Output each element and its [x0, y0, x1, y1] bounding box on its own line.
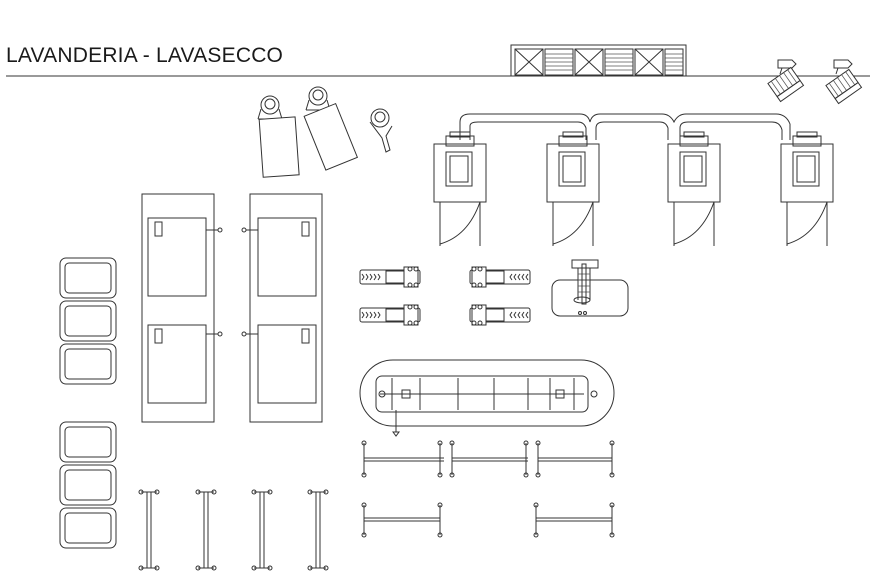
folding-table-2	[59, 300, 117, 342]
cleaning-machine-3	[667, 131, 721, 247]
operator-with-iron	[370, 109, 392, 152]
cleaning-machine-1	[433, 131, 487, 247]
drawing-title: LAVANDERIA - LAVASECCO	[6, 44, 284, 67]
washer-block-left	[142, 194, 222, 422]
folding-table-5	[59, 464, 117, 506]
folding-table-4	[59, 421, 117, 463]
exhaust-duct	[460, 114, 790, 140]
lamp-chair-right	[826, 60, 862, 103]
folding-table-3	[59, 343, 117, 385]
window-shutters	[511, 45, 686, 76]
cleaning-machine-4	[780, 131, 834, 247]
operator-station-1	[257, 95, 299, 177]
washer-block-right	[242, 194, 322, 422]
steam-unit	[552, 260, 628, 316]
clothes-rail-row-2	[362, 503, 614, 537]
ironing-press-4	[469, 304, 531, 326]
hanging-rail-2	[195, 489, 217, 571]
ironing-press-2	[359, 304, 421, 326]
folding-table-1	[59, 257, 117, 299]
cleaning-machine-2	[546, 131, 600, 247]
folding-table-6	[59, 507, 117, 549]
lamp-chair-left	[768, 60, 804, 101]
garment-conveyor	[360, 360, 614, 436]
ironing-press-1	[359, 266, 421, 288]
hanging-rail-1	[138, 489, 160, 571]
hanging-rail-3	[251, 489, 273, 571]
clothes-rail-row-1	[362, 441, 614, 477]
hanging-rail-4	[307, 489, 329, 571]
operator-station-2	[304, 86, 357, 170]
ironing-press-3	[469, 266, 531, 288]
